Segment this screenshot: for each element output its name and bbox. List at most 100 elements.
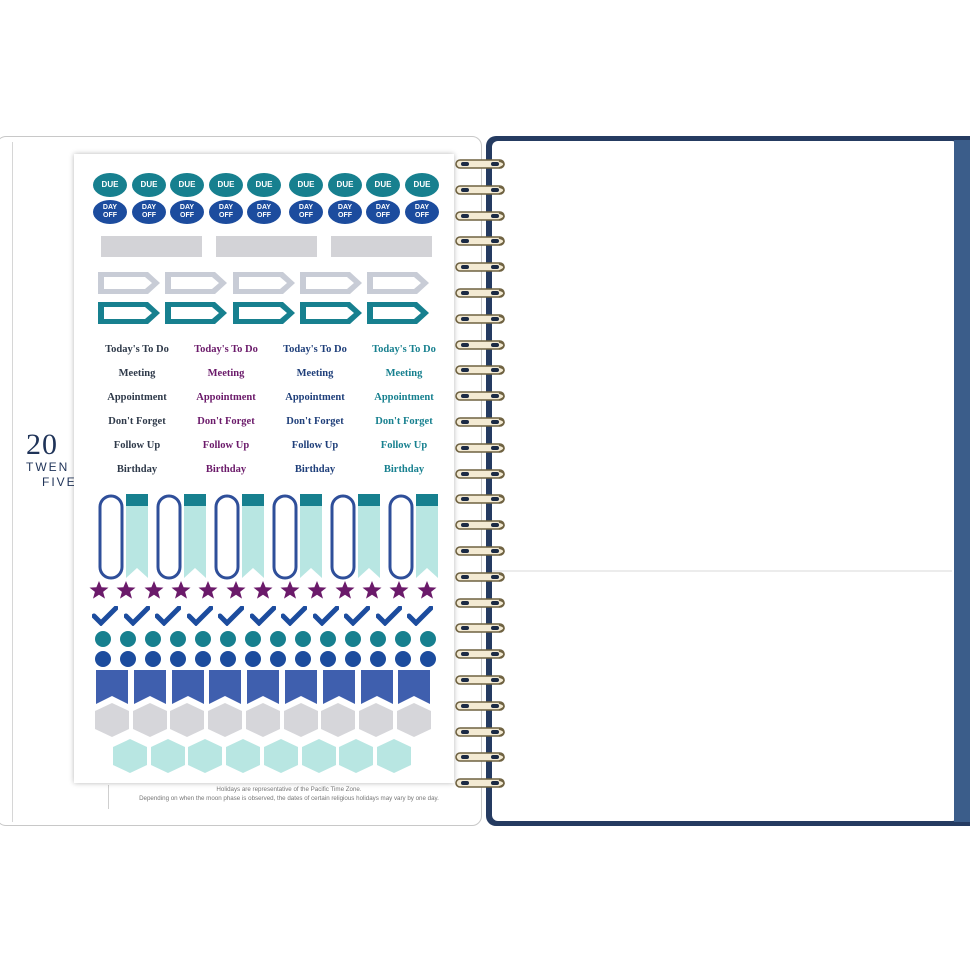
mint-hexagon-sticker [376, 739, 411, 773]
star-sticker [198, 581, 218, 599]
word-sticker: Birthday [205, 464, 247, 475]
holiday-note-line-2: Depending on when the moon phase is obse… [139, 795, 439, 802]
day-off-line-1: DAY [218, 204, 234, 211]
spiral-coil [455, 494, 505, 505]
check-sticker [92, 606, 118, 626]
teal-dot-sticker [195, 631, 211, 647]
day-off-line-1: DAY [375, 204, 391, 211]
star-sticker [335, 581, 355, 599]
day-off-line-2: OFF [376, 212, 390, 219]
blue-dot-sticker [320, 651, 336, 667]
month-tab-dec[interactable]: DEC [968, 771, 970, 794]
month-tab-apr[interactable]: APR [968, 335, 970, 357]
spiral-coil [455, 184, 505, 195]
month-tab-jul[interactable]: JUL [968, 499, 970, 518]
word-sticker: Follow Up [202, 440, 250, 451]
day-off-line-2: OFF [299, 212, 313, 219]
word-sticker: Meeting [385, 368, 423, 379]
banner-sticker [322, 670, 355, 704]
spiral-coil [455, 313, 505, 324]
check-sticker [123, 606, 150, 626]
teal-dot-sticker [245, 631, 261, 647]
flag-tag-sticker [233, 272, 295, 294]
day-off-line-1: DAY [141, 204, 157, 211]
blue-dot-sticker [420, 651, 436, 667]
frame-sticker [330, 494, 356, 580]
star-sticker [89, 581, 109, 599]
month-tab-oct[interactable]: OCT [968, 662, 970, 685]
spiral-coil [455, 365, 505, 376]
blue-dot-sticker [245, 651, 261, 667]
frame-sticker [214, 494, 240, 580]
due-sticker: DUE [209, 173, 243, 197]
frame-sticker [98, 494, 124, 580]
word-sticker: Today's To Do [194, 344, 258, 355]
word-sticker: Don't Forget [286, 416, 344, 427]
teal-dot-sticker [220, 631, 236, 647]
word-sticker: Appointment [374, 392, 434, 403]
day-off-line-1: DAY [102, 204, 118, 211]
word-sticker: Appointment [285, 392, 345, 403]
teal-dot-sticker [395, 631, 411, 647]
grey-hexagon-sticker [396, 703, 431, 737]
month-tab-sep[interactable]: SEP [968, 608, 970, 627]
blue-dot-sticker [95, 651, 111, 667]
blue-dot-sticker [295, 651, 311, 667]
spiral-coil [455, 159, 505, 169]
word-sticker: Follow Up [113, 440, 161, 451]
ribbon-sticker [242, 494, 264, 578]
spiral-coil [455, 468, 505, 479]
banner-sticker [133, 670, 166, 704]
mint-hexagon-sticker [301, 739, 336, 773]
day-off-line-2: OFF [142, 212, 156, 219]
star-sticker [362, 581, 382, 599]
month-tab-aug[interactable]: AUG [968, 553, 970, 578]
flag-tag-sticker [98, 302, 160, 324]
teal-dot-sticker [345, 631, 361, 647]
spiral-coil [455, 623, 505, 634]
month-tab-may[interactable]: MAY [968, 390, 970, 415]
grey-hexagon-sticker [358, 703, 393, 737]
word-sticker: Follow Up [291, 440, 339, 451]
banner-sticker [398, 670, 431, 704]
banner-sticker [247, 670, 280, 704]
month-tab-mar[interactable]: MAR [968, 281, 970, 307]
spiral-coil [455, 546, 505, 556]
spiral-coil [455, 700, 505, 711]
teal-dot-sticker [120, 631, 136, 647]
flag-tag-sticker [165, 302, 227, 324]
word-sticker: Meeting [207, 368, 245, 379]
check-sticker [155, 606, 181, 626]
spiral-coil [455, 262, 505, 272]
holiday-note-line-1: Holidays are representative of the Pacif… [216, 786, 362, 793]
check-sticker [312, 606, 339, 626]
teal-dot-sticker [370, 631, 386, 647]
year-word-line-1: TWEN [26, 460, 70, 474]
day-off-line-2: OFF [257, 212, 271, 219]
month-tab-strip [954, 140, 970, 822]
word-sticker: Birthday [294, 464, 336, 475]
month-tab-jun[interactable]: JUN [968, 444, 970, 465]
month-tab-feb[interactable]: FEB [968, 226, 970, 247]
due-sticker: DUE [247, 173, 281, 197]
mint-hexagon-sticker [113, 739, 147, 773]
star-sticker [417, 581, 437, 599]
teal-dot-sticker [95, 631, 111, 647]
ribbon-sticker [416, 494, 438, 578]
month-tab-nov[interactable]: NOV [968, 717, 970, 741]
spiral-coil [455, 726, 505, 737]
word-sticker: Don't Forget [197, 416, 255, 427]
star-sticker [253, 581, 273, 599]
banner-sticker [209, 670, 242, 704]
teal-dot-sticker [270, 631, 286, 647]
holiday-note: Holidays are representative of the Pacif… [108, 785, 469, 809]
day-off-line-2: OFF [219, 212, 233, 219]
star-sticker [226, 581, 245, 599]
spiral-coil [455, 520, 505, 530]
word-sticker: Appointment [196, 392, 256, 403]
month-tab-jan[interactable]: JAN [968, 172, 970, 193]
flag-tag-sticker [300, 272, 362, 294]
